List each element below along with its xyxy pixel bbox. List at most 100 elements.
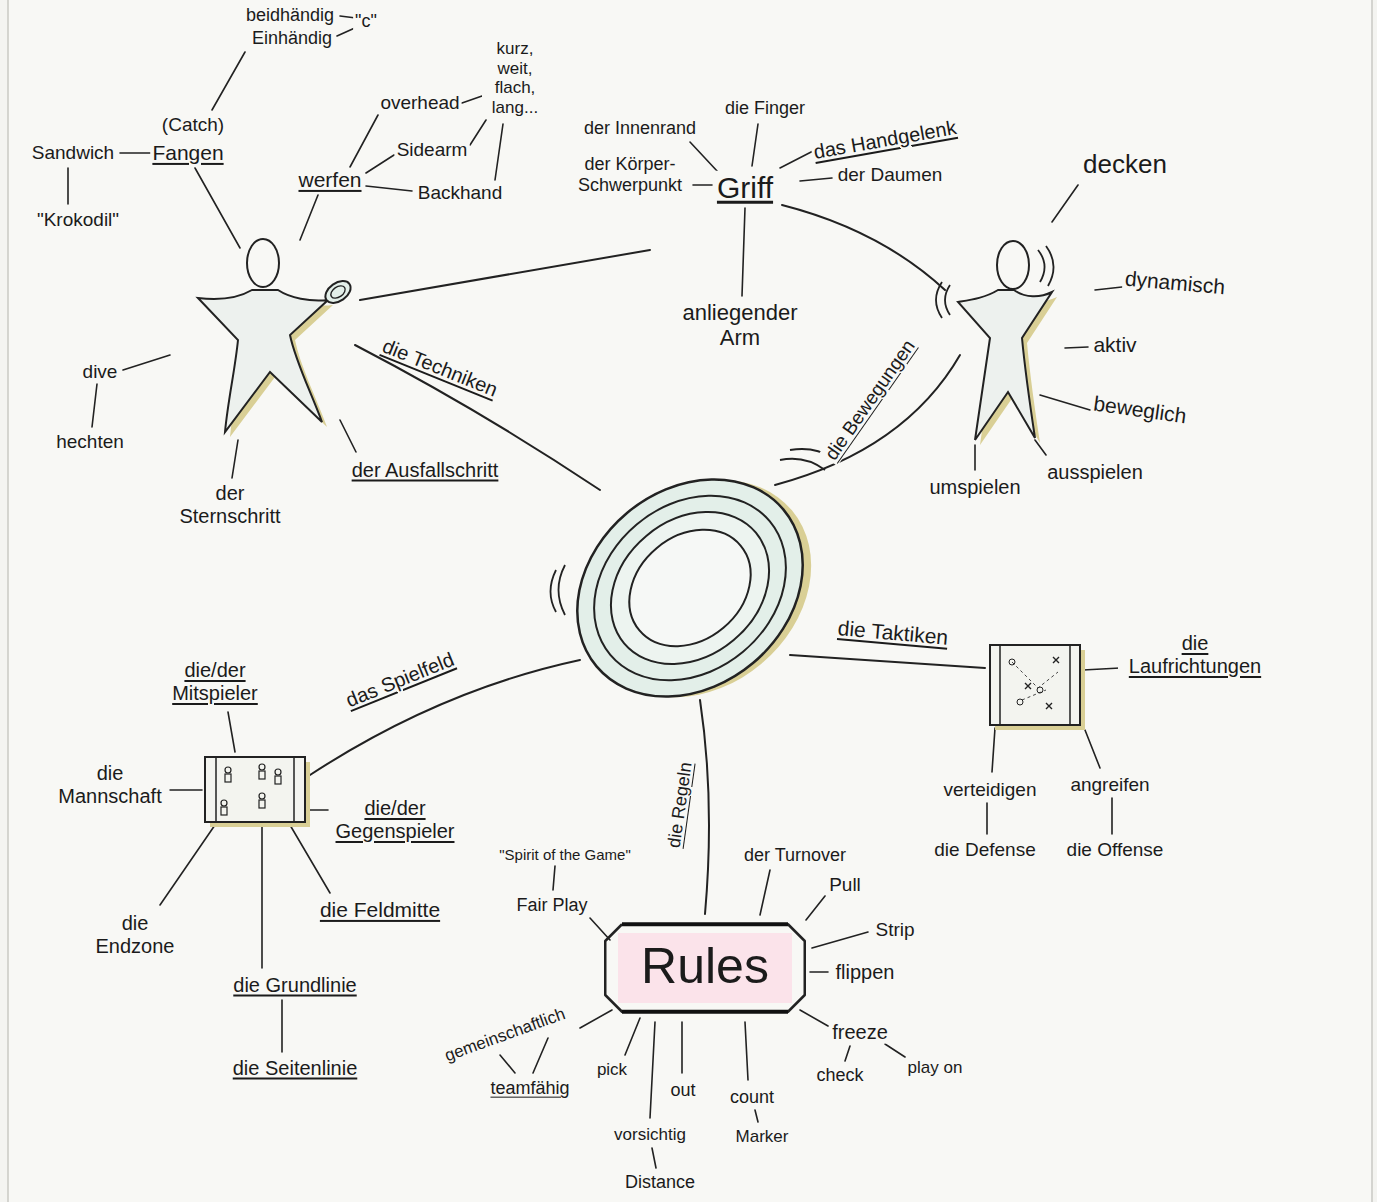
vocab-label: Fangen bbox=[150, 141, 225, 165]
field-board bbox=[205, 757, 305, 822]
vocab-label: Marker bbox=[734, 1127, 791, 1147]
vocab-label: ausspielen bbox=[1045, 461, 1145, 484]
vocab-label: die Techniken bbox=[377, 334, 502, 403]
rules-fill bbox=[618, 933, 792, 1003]
vocab-label: Sidearm bbox=[395, 139, 470, 161]
vocab-label: (Catch) bbox=[160, 114, 226, 136]
vocab-label: out bbox=[668, 1080, 697, 1101]
vocab-label: die Taktiken bbox=[835, 616, 951, 650]
branch-line bbox=[790, 655, 985, 668]
branch-line bbox=[310, 205, 985, 914]
tactics-board bbox=[1000, 645, 1070, 725]
vocab-label: die Seitenlinie bbox=[231, 1057, 360, 1080]
vocab-label: der Innenrand bbox=[582, 118, 698, 139]
vocab-label: Sandwich bbox=[30, 142, 116, 164]
leader-line bbox=[160, 712, 330, 1052]
vocab-label: die Finger bbox=[723, 98, 807, 119]
field-board bbox=[225, 774, 231, 782]
vocab-label: der Sternschritt bbox=[168, 482, 292, 528]
vocab-label: Pull bbox=[827, 874, 863, 896]
vocab-label: beidhändig bbox=[244, 5, 336, 26]
vocab-label: decken bbox=[1081, 150, 1169, 180]
vocab-label: teamfähig bbox=[488, 1078, 571, 1099]
vocab-label: gemeinschaftlich bbox=[440, 1003, 569, 1066]
vocab-label: dive bbox=[81, 361, 120, 383]
frisbee-drawing bbox=[534, 435, 847, 742]
field-board bbox=[259, 793, 265, 799]
field-board bbox=[221, 807, 227, 815]
vocab-label: "c" bbox=[353, 11, 379, 32]
branch-line bbox=[310, 660, 580, 775]
vocab-label: freeze bbox=[830, 1021, 890, 1044]
player-figure bbox=[936, 246, 1054, 318]
tactics-board bbox=[1017, 699, 1023, 705]
branch-line bbox=[700, 700, 709, 914]
vocab-label: der Daumen bbox=[836, 164, 945, 186]
tactics-board bbox=[1012, 662, 1058, 700]
player-figure bbox=[997, 241, 1029, 289]
vocab-label: umspielen bbox=[927, 476, 1022, 499]
vocab-label: die Offense bbox=[1065, 839, 1166, 861]
field-board bbox=[275, 769, 281, 775]
frisbee-drawing bbox=[606, 506, 774, 671]
field-board bbox=[259, 800, 265, 808]
vocab-label: das Spielfeld bbox=[341, 647, 460, 713]
vocab-label: count bbox=[728, 1087, 776, 1108]
field-board bbox=[259, 771, 265, 779]
player-figure bbox=[198, 290, 328, 432]
vocab-label: kurz, weit, flach, lang... bbox=[482, 39, 548, 117]
vocab-label: flippen bbox=[834, 961, 897, 984]
leader-line bbox=[68, 16, 1122, 1168]
branch-line bbox=[360, 250, 650, 300]
frisbee-drawing bbox=[580, 481, 799, 696]
vocab-label: pick bbox=[595, 1060, 629, 1080]
field-board bbox=[205, 757, 310, 827]
field-board bbox=[225, 767, 231, 773]
player-figure bbox=[936, 241, 1057, 445]
frisbee-drawing bbox=[551, 449, 833, 615]
player-figure bbox=[247, 239, 279, 287]
player-figure bbox=[329, 283, 348, 300]
tactics-board bbox=[990, 645, 1085, 730]
field-board bbox=[221, 800, 227, 806]
vocab-label: angreifen bbox=[1068, 774, 1151, 796]
vocab-label: die Endzone bbox=[88, 912, 182, 958]
field-board bbox=[259, 764, 265, 770]
rules-box: Rules bbox=[604, 923, 806, 1013]
vocab-label: hechten bbox=[54, 431, 126, 453]
player-figure bbox=[321, 277, 354, 308]
vocab-label: die Laufrichtungen bbox=[1118, 632, 1272, 678]
vocab-label: die/der Gegenspieler bbox=[331, 797, 460, 843]
vocab-label: "Spirit of the Game" bbox=[497, 846, 633, 863]
player-figure bbox=[198, 239, 355, 437]
vocab-label: die Mannschaft bbox=[51, 762, 170, 808]
vocab-label: die Bewegungen bbox=[819, 334, 920, 466]
tactics-board bbox=[1025, 657, 1059, 709]
vocab-label: Fair Play bbox=[514, 895, 589, 916]
vocab-label: die Regeln bbox=[663, 759, 696, 851]
vocab-label: aktiv bbox=[1091, 333, 1138, 357]
vocab-label: die/der Mitspieler bbox=[163, 659, 267, 705]
vocab-label: das Handgelenk bbox=[810, 116, 960, 164]
vocab-label: verteidigen bbox=[942, 779, 1039, 801]
vocab-label: anliegender Arm bbox=[678, 300, 802, 351]
vocab-label: Distance bbox=[623, 1172, 697, 1193]
field-board bbox=[275, 776, 281, 784]
rules-octagon bbox=[605, 924, 805, 1012]
vocab-label: der Ausfallschritt bbox=[350, 459, 501, 482]
vocab-label: play on bbox=[906, 1058, 965, 1078]
vocab-label: die Feldmitte bbox=[318, 898, 442, 922]
tactics-board bbox=[1037, 687, 1043, 693]
branch-line bbox=[782, 205, 945, 290]
vocab-label: der Turnover bbox=[742, 845, 848, 866]
vocab-label: die Grundlinie bbox=[231, 974, 358, 997]
vocab-label: dynamisch bbox=[1122, 266, 1228, 299]
vocab-label: beweglich bbox=[1090, 391, 1190, 428]
vocab-label: der Körper- Schwerpunkt bbox=[568, 154, 692, 195]
player-figure bbox=[958, 290, 1052, 440]
rules-octagon-edge bbox=[622, 924, 788, 1012]
vocab-label: Griff bbox=[715, 171, 775, 206]
vocab-label: check bbox=[814, 1065, 865, 1086]
